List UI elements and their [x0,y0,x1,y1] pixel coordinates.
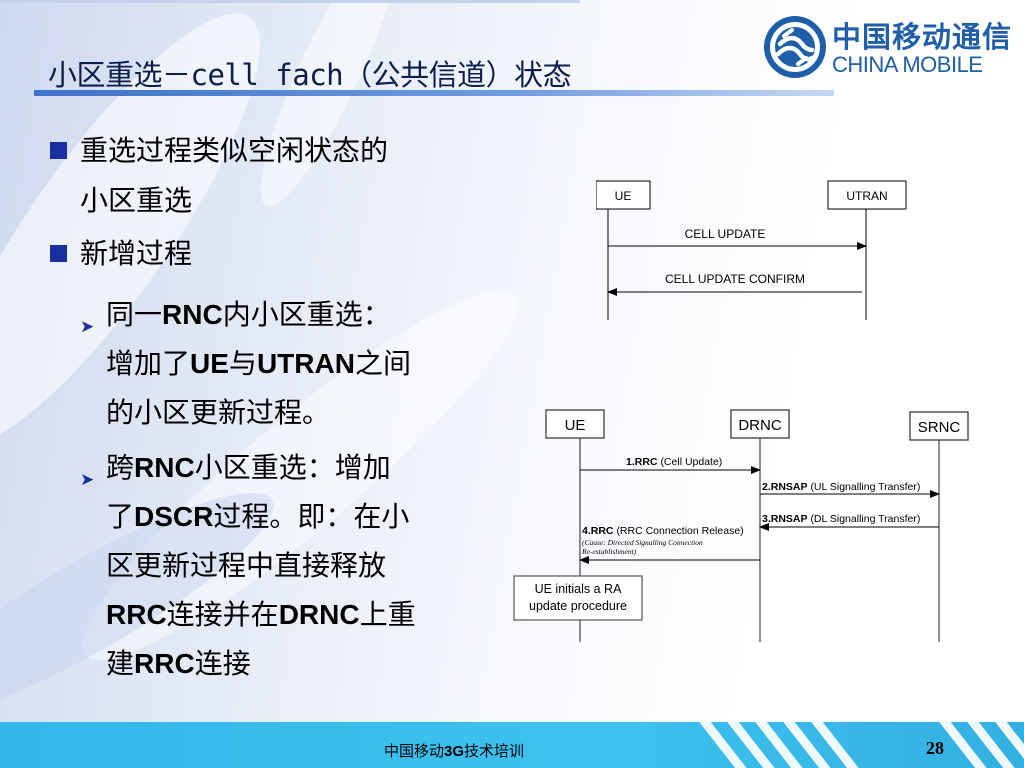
footer-text: 中国移动3G技术培训 [384,740,524,761]
bold-run: UE [190,348,229,379]
message-cause-text: (Cause: Directed Signalling Connection [582,538,703,547]
text-run: 同一 [106,298,163,331]
china-mobile-logo: 中国移动通信 CHINA MOBILE [762,10,1012,92]
text-run: 区更新过程中直接释放 [106,549,387,582]
text-run: 跨 [106,451,135,484]
text-run: 了 [106,500,135,533]
arrow-bullet-icon: ➤ [80,470,95,490]
sub-bullet-line: 增加了UE与UTRAN之间 [106,339,480,388]
bullet-item: 新增过程 [50,229,470,279]
text-run: 建 [106,647,135,680]
bullet-item: 重选过程类似空闲状态的 小区重选 [50,126,470,226]
square-bullet-icon [50,142,67,159]
entity-label-drnc: DRNC [738,417,781,434]
sub-bullet-line: 建RRC连接 [106,639,480,688]
text-run: 上重 [359,598,416,631]
cell-update-sequence-diagram: UE UTRAN CELL UPDATE CELL UPDATE CONFIRM [596,180,907,320]
top-rule [0,0,580,3]
text-run: 之间 [354,347,411,380]
inter-rnc-reselection-diagram: UE DRNC SRNC 1.RRC (Cell Update) 2.RNSAP… [513,409,969,642]
bullet-text: 新增过程 [80,237,193,270]
square-bullet-icon [50,245,67,262]
entity-box-ue [596,180,651,210]
bold-run: RRC [106,599,167,630]
message-label: 3.RNSAP (DL Signalling Transfer) [762,513,920,525]
bold-run: RRC [134,648,195,679]
sub-bullet-line: 同一RNC内小区重选： [106,290,480,339]
footer-bar: 中国移动3G技术培训 28 [0,722,1024,768]
text-run: 技术培训 [464,742,525,760]
text-run: 增加了 [106,347,191,380]
text-run: 连接 [194,647,251,680]
bold-run: RNC [134,452,195,483]
entity-label-ue: UE [615,189,632,203]
text-run: 过程。即：在小 [213,500,410,533]
procedure-note-text: update procedure [529,599,627,613]
slide-title: 小区重选－cell_fach（公共信道）状态 [48,58,572,92]
page-number: 28 [926,738,944,758]
entity-box-utran [827,180,907,210]
bold-run: DSCR [134,501,214,532]
text-run: 与 [228,347,257,380]
message-cause-text: Re-establishment) [581,547,637,556]
entity-box-ue [545,409,605,439]
sub-bullet-line: RRC连接并在DRNC上重 [106,590,480,639]
message-label: 2.RNSAP (UL Signalling Transfer) [762,481,920,493]
text-run: 中国移动 [384,742,445,760]
bold-run: UTRAN [256,348,355,379]
logo-name-en: CHINA MOBILE [832,52,983,77]
bold-run: RNC [162,299,223,330]
text-run: 连接并在 [166,598,279,631]
bullet-text-line: 重选过程类似空闲状态的 [80,134,389,167]
sub-bullet-line: 跨RNC小区重选：增加 [106,443,480,492]
sub-bullet-line: 了DSCR过程。即：在小 [106,492,480,541]
sub-bullet-item: ➤ 跨RNC小区重选：增加 了DSCR过程。即：在小 区更新过程中直接释放 RR… [80,443,480,688]
text-run: 内小区重选： [222,298,391,331]
title-underline [34,90,834,96]
sub-bullet-line: 的小区更新过程。 [106,388,480,437]
message-label: CELL UPDATE [685,227,766,241]
sub-bullet-item: ➤ 同一RNC内小区重选： 增加了UE与UTRAN之间 的小区更新过程。 [80,290,480,437]
sub-bullet-line: 区更新过程中直接释放 [106,541,480,590]
bullet-text-line: 小区重选 [80,184,193,217]
text-run: 小区重选：增加 [194,451,391,484]
procedure-note-box [513,575,643,621]
message-label: 1.RRC (Cell Update) [626,456,722,468]
bold-run: DRNC [278,599,360,630]
entity-box-drnc [730,409,790,439]
entity-label-srnc: SRNC [918,419,961,436]
bold-run: 3G [444,743,465,760]
procedure-note-text: UE initials a RA [535,582,622,596]
entity-label-ue: UE [565,417,586,434]
arrow-bullet-icon: ➤ [80,317,95,337]
entity-label-utran: UTRAN [846,189,887,203]
message-label: CELL UPDATE CONFIRM [665,272,805,286]
logo-name-cn: 中国移动通信 [832,20,1013,54]
message-label: 4.RRC (RRC Connection Release) [582,525,744,537]
text-run: 的小区更新过程。 [106,396,331,429]
china-mobile-emblem-icon [764,16,826,78]
